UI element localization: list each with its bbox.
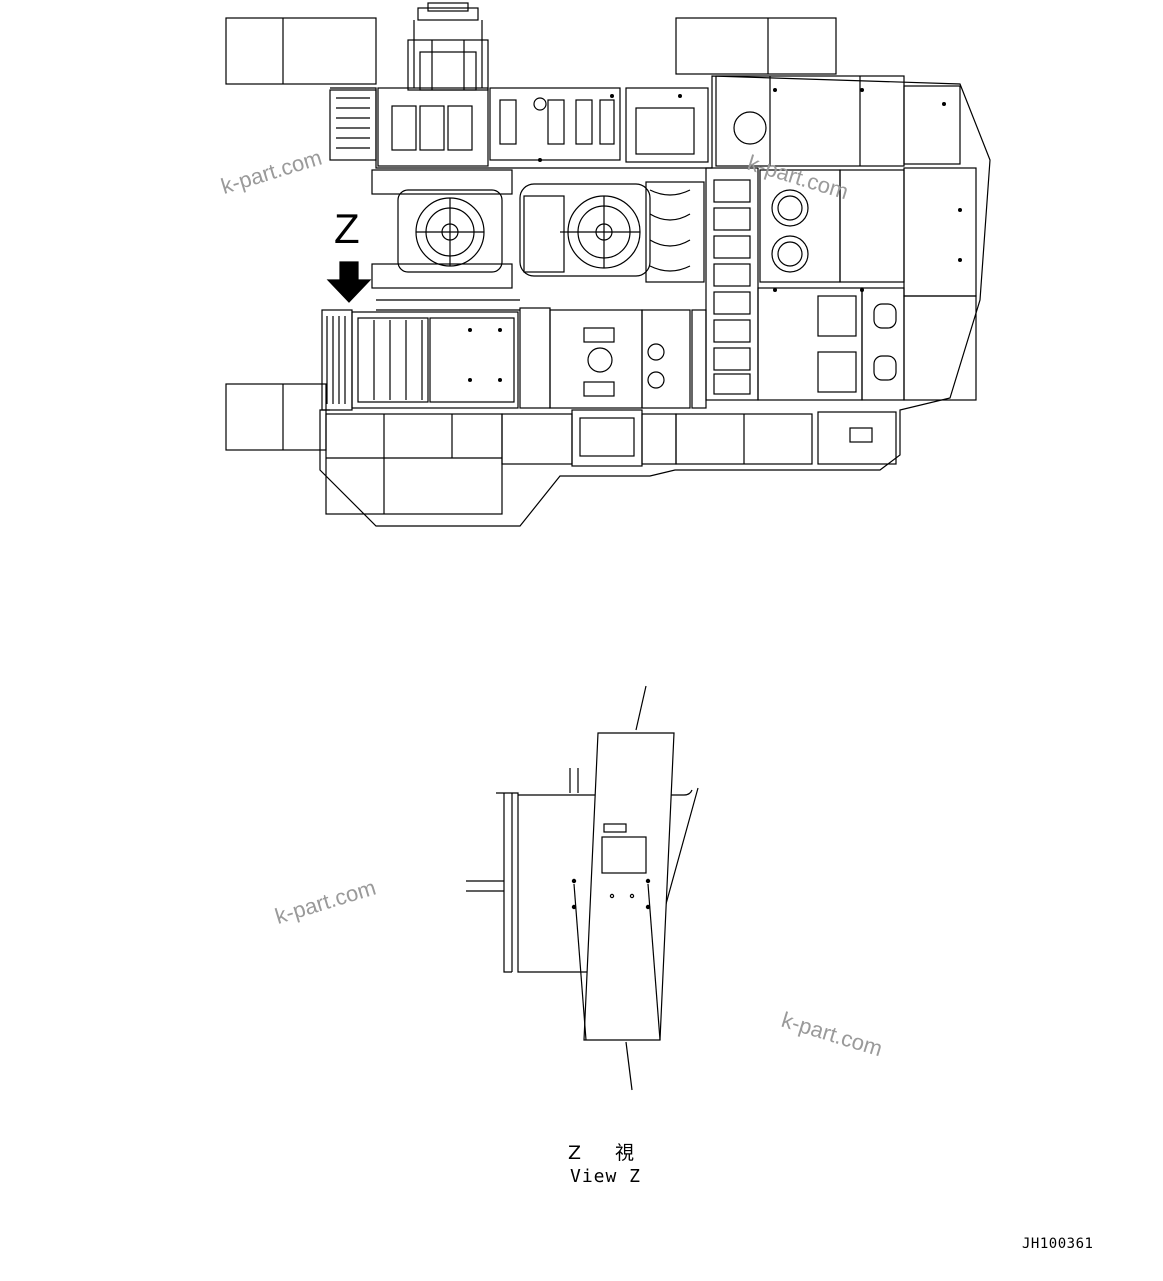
view-z-detail — [466, 685, 699, 1091]
view-title-english: View Z — [570, 1166, 642, 1187]
view-arrow-label: Z — [334, 205, 360, 252]
view-title-japanese: Z 視 — [568, 1142, 649, 1164]
machine-top-view — [225, 2, 991, 527]
view-arrow — [326, 261, 372, 303]
drawing-code: JH100361 — [1022, 1236, 1094, 1252]
